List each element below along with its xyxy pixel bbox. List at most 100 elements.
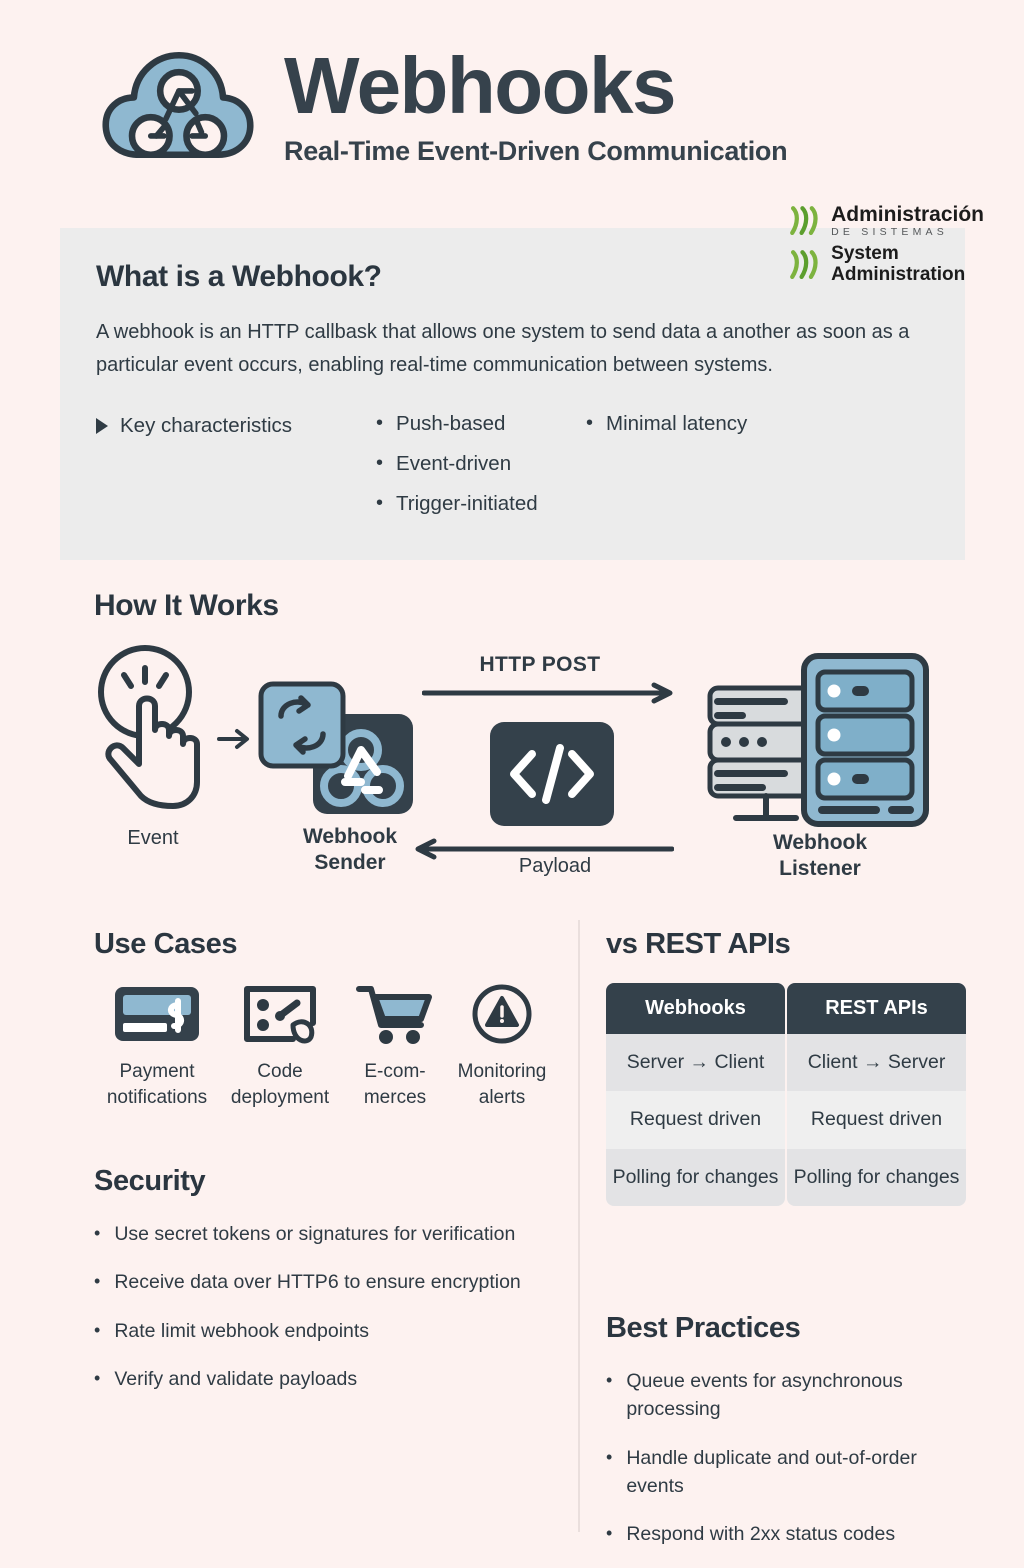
comparison-column-rest: REST APIs Client → Server Request driven… [787, 983, 966, 1207]
brand-name-en-2: Administration [831, 263, 966, 285]
brand-logo: Administración DE SISTEMAS System Admini… [788, 204, 984, 285]
use-case-label-2: alerts [478, 1086, 526, 1108]
vs-rest-title: vs REST APIs [606, 928, 791, 960]
comparison-table: Webhooks Server → Client Request driven … [606, 983, 966, 1207]
list-item: Code deployment [220, 983, 340, 1110]
use-case-label: E-com- [364, 1061, 426, 1082]
list-item: • Use secret tokens or signatures for ve… [94, 1220, 564, 1248]
code-deploy-icon [220, 983, 340, 1045]
http-post-label: HTTP POST [479, 653, 601, 676]
bullet-dot-icon: • [606, 1523, 613, 1544]
best-practice-text: Respond with 2xx status codes [626, 1523, 896, 1546]
sender-label-1: Webhook [302, 825, 398, 848]
brand-sub-es: DE SISTEMAS [831, 226, 948, 238]
table-header-cell: Webhooks [606, 983, 785, 1034]
listener-label-2: Listener [779, 857, 861, 880]
bullet-dot-icon: • [376, 412, 384, 434]
list-item: • Queue events for asynchronous processi… [606, 1367, 976, 1424]
webhook-cloud-icon [98, 44, 258, 166]
listener-label-1: Webhook [772, 831, 868, 854]
how-it-works-diagram: Event Webhook Sender HTTP POST Payload [60, 630, 990, 920]
triangle-right-icon [96, 418, 108, 434]
key-characteristics-row: Key characteristics • Push-based • Event… [96, 412, 925, 532]
use-cases-title: Use Cases [94, 928, 238, 960]
table-cell: Client → Server [787, 1034, 966, 1092]
characteristic-label: Minimal latency [606, 412, 748, 435]
characteristic-label: Event-driven [396, 452, 512, 475]
sync-arrows-icon [258, 681, 346, 769]
brand-strokes-icon [788, 206, 822, 236]
brand-name-en-1: System [831, 243, 899, 264]
security-item-text: Use secret tokens or signatures for veri… [114, 1223, 516, 1245]
click-hand-icon [98, 645, 200, 809]
security-section: Security • Use secret tokens or signatur… [94, 1165, 564, 1413]
how-it-works-title: How It Works [94, 589, 279, 622]
list-item: • Push-based [376, 412, 586, 436]
use-case-label-2: notifications [106, 1086, 208, 1108]
security-item-text: Verify and validate payloads [114, 1367, 358, 1390]
bullet-dot-icon: • [606, 1370, 613, 1390]
shopping-cart-icon [340, 983, 450, 1045]
best-practice-text: Queue events for asynchronous processing [626, 1370, 903, 1421]
bullet-dot-icon: • [94, 1271, 101, 1292]
brand-row-spanish: Administración DE SISTEMAS [788, 204, 984, 238]
what-is-title: What is a Webhook? [96, 260, 382, 293]
list-item: • Verify and validate payloads [94, 1365, 564, 1393]
title-block: Webhooks Real-Time Event-Driven Communic… [284, 41, 788, 167]
table-cell: Server → Client [606, 1034, 785, 1092]
list-item: • Event-driven [376, 452, 586, 476]
best-practices-list: • Queue events for asynchronous processi… [606, 1367, 976, 1548]
list-item: Monitoring alerts [450, 983, 554, 1110]
table-cell: Request driven [606, 1091, 785, 1149]
list-item: E-com- merces [340, 983, 450, 1110]
use-case-label: Code [257, 1061, 303, 1082]
list-item: • Respond with 2xx status codes [606, 1520, 976, 1548]
key-characteristics-label: Key characteristics [120, 414, 293, 437]
characteristic-label: Push-based [396, 412, 506, 435]
best-practice-text: Handle duplicate and out-of-order events [626, 1446, 917, 1497]
list-item: • Receive data over HTTP6 to ensure encr… [94, 1268, 564, 1296]
list-item: • Handle duplicate and out-of-order even… [606, 1444, 976, 1501]
security-item-text: Rate limit webhook endpoints [114, 1319, 370, 1342]
bullet-dot-icon: • [94, 1319, 101, 1340]
table-header-cell: REST APIs [787, 983, 966, 1034]
server-rack-icon [707, 653, 929, 827]
table-cell: Polling for changes [787, 1148, 966, 1207]
page-subtitle: Real-Time Event-Driven Communication [284, 136, 788, 166]
characteristics-column-1: • Push-based • Event-driven • Trigger-in… [376, 412, 586, 532]
event-label: Event [127, 827, 179, 849]
brand-row-english: System Administration [788, 243, 984, 285]
credit-card-icon [94, 983, 220, 1045]
use-case-label-2: merces [363, 1086, 427, 1108]
best-practices-title: Best Practices [606, 1312, 801, 1344]
security-item-text: Receive data over HTTP6 to ensure encryp… [114, 1271, 521, 1294]
use-case-label-2: deployment [230, 1086, 330, 1108]
comparison-column-webhooks: Webhooks Server → Client Request driven … [606, 983, 785, 1207]
list-item: • Trigger-initiated [376, 492, 586, 516]
table-cell: Request driven [787, 1091, 966, 1149]
use-cases-grid: Payment notifications Code deployment [94, 983, 554, 1110]
characteristics-column-2: • Minimal latency [586, 412, 796, 452]
vs-rest-apis-section: vs REST APIs Webhooks Server → Client Re… [606, 928, 966, 1207]
security-list: • Use secret tokens or signatures for ve… [94, 1220, 564, 1393]
arrow-payload-icon [415, 838, 674, 860]
bullet-dot-icon: • [586, 412, 594, 434]
webhook-sender-icon [258, 681, 413, 814]
code-brackets-icon [490, 722, 614, 826]
bullet-dot-icon: • [376, 492, 384, 514]
use-cases-section: Use Cases Payment notifications [94, 928, 554, 1110]
bullet-dot-icon: • [94, 1367, 101, 1388]
brand-strokes-icon-2 [788, 249, 822, 280]
page-header: Webhooks Real-Time Event-Driven Communic… [0, 0, 1024, 167]
payload-label: Payload [518, 855, 592, 877]
alert-warning-icon [450, 983, 554, 1045]
use-case-label: Monitoring [457, 1061, 547, 1082]
bullet-dot-icon: • [376, 452, 384, 474]
list-item: • Minimal latency [586, 412, 796, 436]
column-divider [578, 920, 580, 1532]
page-title: Webhooks [284, 41, 677, 130]
list-item: Payment notifications [94, 983, 220, 1110]
what-is-webhook-card: What is a Webhook? A webhook is an HTTP … [60, 228, 965, 560]
bullet-dot-icon: • [606, 1446, 613, 1467]
best-practices-section: Best Practices • Queue events for asynch… [606, 1312, 976, 1568]
